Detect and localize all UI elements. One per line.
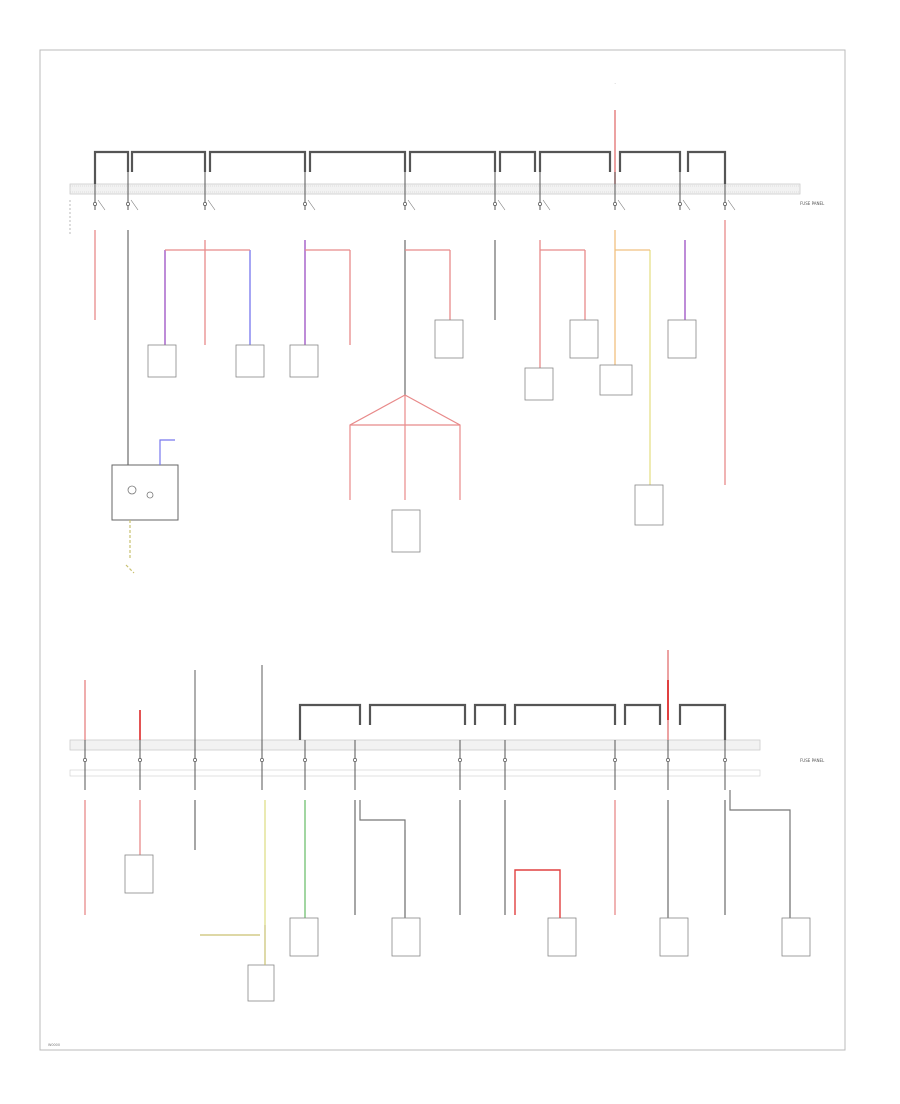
component-box: [147, 344, 177, 378]
top-fuse-bus: [69, 183, 801, 195]
component-box: [235, 344, 265, 378]
component-box: [547, 917, 577, 957]
bottom-components: [124, 854, 811, 1002]
bottom-branch-wires: [84, 790, 791, 925]
fuse: [723, 172, 736, 211]
component-box: [289, 344, 319, 378]
fuse: [126, 172, 139, 211]
fuse: [138, 740, 142, 790]
fuse: [260, 740, 264, 790]
top-components: [111, 319, 697, 574]
fuse: [493, 172, 506, 211]
branch-wire: [359, 800, 406, 830]
fuse: [666, 740, 670, 790]
bottom-panel-label: FUSE PANEL: [800, 758, 825, 763]
component-box: [434, 319, 464, 359]
component-box: [124, 854, 154, 894]
component-box: [289, 917, 319, 957]
branch-wire: [729, 790, 791, 830]
fuse: [353, 740, 357, 790]
fuse: [83, 740, 87, 790]
fuse: [403, 172, 416, 211]
fuse: [93, 172, 106, 211]
fuse: [193, 740, 197, 790]
component-box: [569, 319, 599, 359]
fuse: [678, 172, 691, 211]
component-box: [391, 917, 421, 957]
bottom-fuse-group: [83, 740, 727, 790]
fuse: [503, 740, 507, 790]
component-box: [599, 364, 633, 396]
bottom-fuse-bus-lower: [69, 769, 761, 777]
top-feed-label: ⋅: [614, 81, 615, 86]
fuse: [613, 740, 617, 790]
fuse: [203, 172, 216, 211]
ignition-switch-box: [111, 464, 179, 521]
top-fuse-group: [93, 172, 736, 211]
fuse: [303, 740, 307, 790]
top-fuse-panel: ⋅ FUSE PANEL: [69, 81, 825, 235]
bottom-fuse-panel: FUSE PANEL: [69, 650, 825, 790]
fuse: [723, 740, 727, 790]
diagram-border: [39, 49, 846, 1051]
component-box: [667, 319, 697, 359]
bottom-power-feed: [298, 703, 727, 740]
top-power-feed: [93, 150, 727, 184]
top-branch-wires: [94, 220, 726, 485]
fuse: [458, 740, 462, 790]
top-panel-label: FUSE PANEL: [800, 201, 825, 206]
bottom-fuse-bus: [69, 739, 761, 751]
fuse: [613, 172, 626, 211]
fuse: [303, 172, 316, 211]
component-box: [391, 509, 421, 553]
component-box: [634, 484, 664, 526]
component-box: [659, 917, 689, 957]
component-box: [247, 964, 275, 1002]
component-box: [781, 917, 811, 957]
page-code: W0000: [48, 1043, 60, 1047]
component-box: [524, 367, 554, 401]
fuse: [538, 172, 551, 211]
